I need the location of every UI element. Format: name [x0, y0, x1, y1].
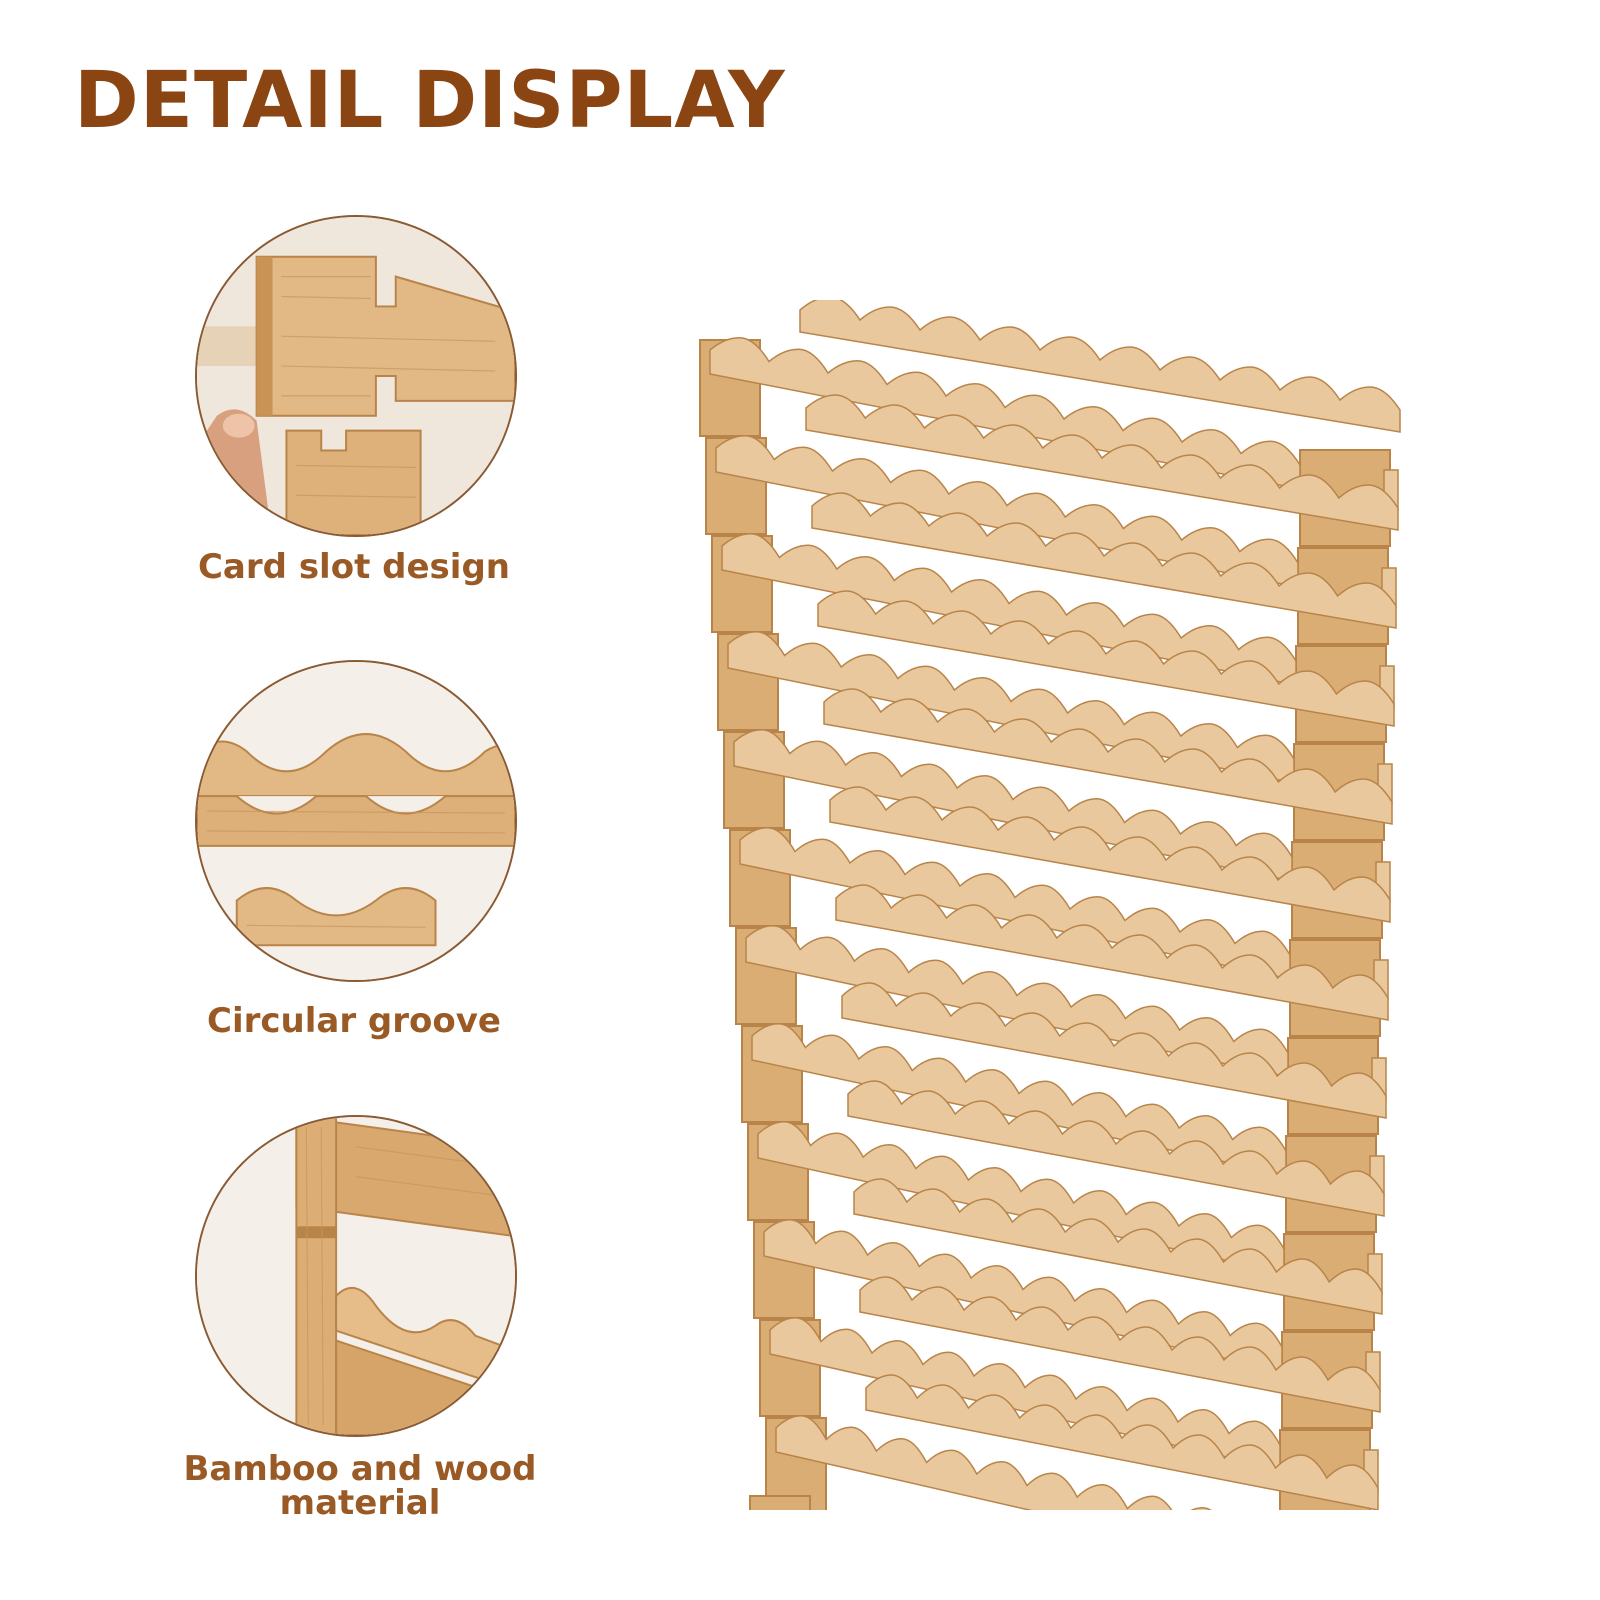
card-slot-photo	[195, 215, 517, 537]
rack-front-rail	[721, 532, 1297, 686]
page-title: DETAIL DISPLAY	[74, 56, 786, 146]
rack-front-rail	[727, 630, 1295, 784]
rack-back-rail	[799, 300, 1401, 433]
rack-back-rail	[853, 1178, 1383, 1315]
wine-rack-illustration	[699, 300, 1401, 1510]
circular-groove-photo	[195, 660, 517, 982]
circular-groove-caption: Circular groove	[207, 1001, 501, 1041]
bamboo-material-caption: Bamboo and wood material	[183, 1449, 537, 1523]
rack-back-rail	[823, 688, 1393, 825]
rack-front-rail	[775, 1414, 1212, 1510]
rack-back-rail	[841, 982, 1387, 1119]
rack-back-rail	[805, 394, 1399, 531]
rack-back-rail	[817, 590, 1395, 727]
rack-foot-left	[749, 1495, 811, 1510]
rack-back-rail	[811, 492, 1397, 629]
card-slot-caption: Card slot design	[197, 547, 510, 587]
bamboo-material-illustration	[197, 1117, 515, 1435]
bamboo-wine-rack-photo	[690, 300, 1450, 1510]
rack-back-rail	[865, 1374, 1379, 1510]
card-slot-illustration	[197, 217, 515, 535]
rack-back-rail	[835, 884, 1389, 1021]
rack-back-rail	[847, 1080, 1385, 1217]
rack-front-rail	[709, 336, 1301, 490]
rack-back-rail	[859, 1276, 1381, 1413]
rack-front-rail	[715, 434, 1299, 588]
rack-back-rail	[829, 786, 1391, 923]
bamboo-material-photo	[195, 1115, 517, 1437]
circular-groove-illustration	[197, 662, 515, 980]
